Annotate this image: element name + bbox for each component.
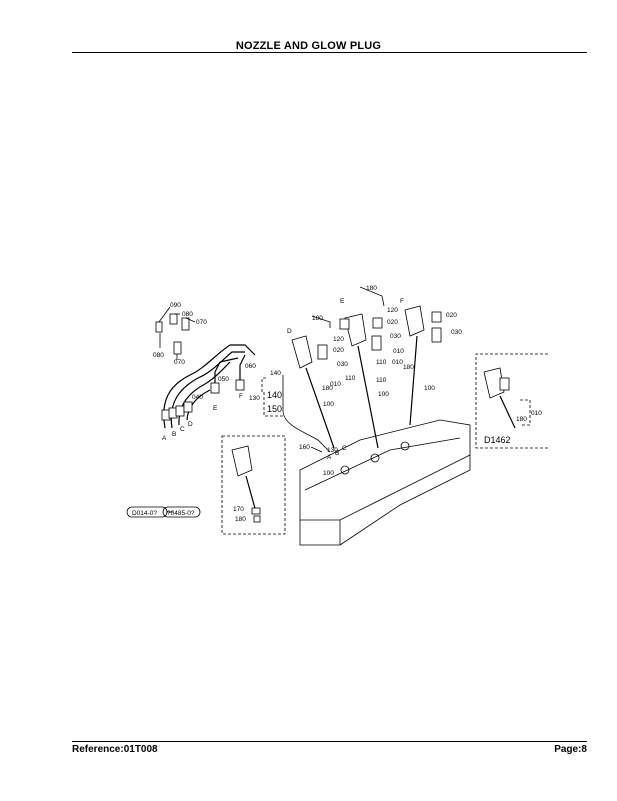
part-number-label: 010 (392, 359, 403, 366)
inset-frame-d1462 (475, 353, 548, 449)
part-number-label: 100 (323, 470, 334, 477)
part-number-label: 110 (376, 377, 387, 384)
part-number-label: 140 (267, 390, 282, 400)
inset-frame (221, 435, 286, 535)
part-number-label: 010 (393, 348, 404, 355)
part-number-label: 180 (312, 315, 323, 322)
injection-pipes (161, 344, 256, 429)
part-number-label: 180 (322, 385, 333, 392)
part-number-label: 070 (196, 319, 207, 326)
part-number-label: 060 (245, 363, 256, 370)
part-number-label: 020 (333, 347, 344, 354)
part-number-label: 180 (516, 416, 527, 423)
part-number-label: 080 (153, 352, 164, 359)
part-number-label: 130 (249, 395, 260, 402)
part-number-label: 130 (327, 447, 338, 454)
part-number-label: 010 (330, 381, 341, 388)
header-divider (72, 52, 587, 53)
part-number-label: 020 (446, 312, 457, 319)
pipe-letter: A (327, 454, 332, 461)
page-number: Page:8 (554, 744, 587, 755)
pipe-letter: F (239, 393, 243, 400)
part-number-label: 180 (235, 516, 246, 523)
part-number-label: 010 (531, 410, 542, 417)
part-number-label: 120 (333, 336, 344, 343)
part-number-label: 030 (451, 329, 462, 336)
pipe-letter: F (400, 298, 404, 305)
part-number-label: 070 (174, 359, 185, 366)
part-number-label: 110 (376, 359, 387, 366)
pipe-letter: A (162, 435, 167, 442)
part-number-label: 020 (387, 319, 398, 326)
footer-divider (72, 741, 587, 742)
part-number-label: 100 (378, 391, 389, 398)
part-number-label: 160 (299, 444, 310, 451)
part-number-label: 170 (233, 506, 244, 513)
pipe-letter: B (172, 431, 176, 438)
pipe-letter: E (340, 298, 345, 305)
page-title: NOZZLE AND GLOW PLUG (235, 40, 382, 52)
inset-nozzle (231, 445, 253, 477)
part-number-label: 080 (182, 311, 193, 318)
cylinder-head (299, 419, 471, 546)
inset-label: D1462 (484, 435, 511, 445)
pipe-letter: E (213, 405, 218, 412)
part-number-label: 100 (323, 401, 334, 408)
part-number-label: 180 (366, 285, 377, 292)
part-number-label: 030 (390, 333, 401, 340)
part-number-label: 140 (270, 370, 281, 377)
pipe-letter: C (342, 445, 347, 452)
part-number-label: 090 (170, 302, 181, 309)
pipe-letter: B (335, 450, 339, 457)
part-number-label: 120 (387, 307, 398, 314)
pipe-letter: D (287, 328, 292, 335)
serial-range-badge (162, 506, 201, 518)
part-number-label: 040 (192, 394, 203, 401)
reference-label: Reference:01T008 (72, 744, 158, 755)
serial-range-text: D014-0? (132, 510, 157, 517)
pipe-letter: C (180, 426, 185, 433)
part-number-label: 180 (403, 364, 414, 371)
nozzle-holders (291, 286, 442, 449)
pipe-letter: D (188, 421, 193, 428)
serial-range-text: ?0485-0? (167, 510, 195, 517)
fitting-cluster (155, 306, 196, 360)
part-number-label: 050 (218, 376, 229, 383)
part-number-label: 110 (345, 375, 356, 382)
part-number-label: 150 (267, 404, 282, 414)
part-number-label: 030 (337, 361, 348, 368)
part-number-label: 100 (424, 385, 435, 392)
